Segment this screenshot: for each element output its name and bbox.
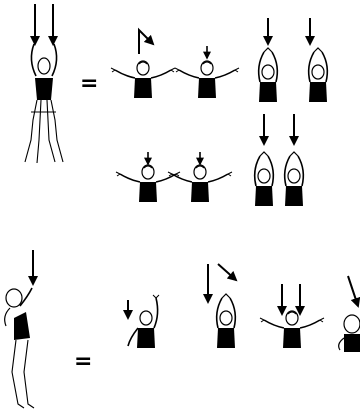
pose-arms-up-1 — [259, 18, 278, 102]
equation-2: = — [5, 250, 360, 408]
pose-arms-out-4 — [168, 152, 232, 202]
pose-arms-up-4 — [285, 114, 304, 206]
side-view-figure — [5, 250, 34, 408]
pose-arms-up-2 — [309, 18, 328, 102]
pose-arms-out-5 — [260, 284, 324, 348]
standing-figure-arms-raised — [25, 4, 63, 163]
side-view-partial-figure — [339, 276, 360, 352]
equals-sign: = — [74, 349, 92, 374]
pose-arms-out-1 — [111, 30, 175, 98]
pose-arms-up-5 — [208, 264, 236, 348]
pose-arms-out-3 — [116, 152, 180, 202]
pose-arms-up-3 — [255, 114, 274, 206]
equation-1: = — [25, 4, 327, 206]
pose-one-arm-up — [128, 295, 159, 348]
equals-sign: = — [80, 71, 98, 96]
pose-arms-out-2 — [175, 46, 239, 98]
down-arrow-icon — [348, 276, 358, 306]
